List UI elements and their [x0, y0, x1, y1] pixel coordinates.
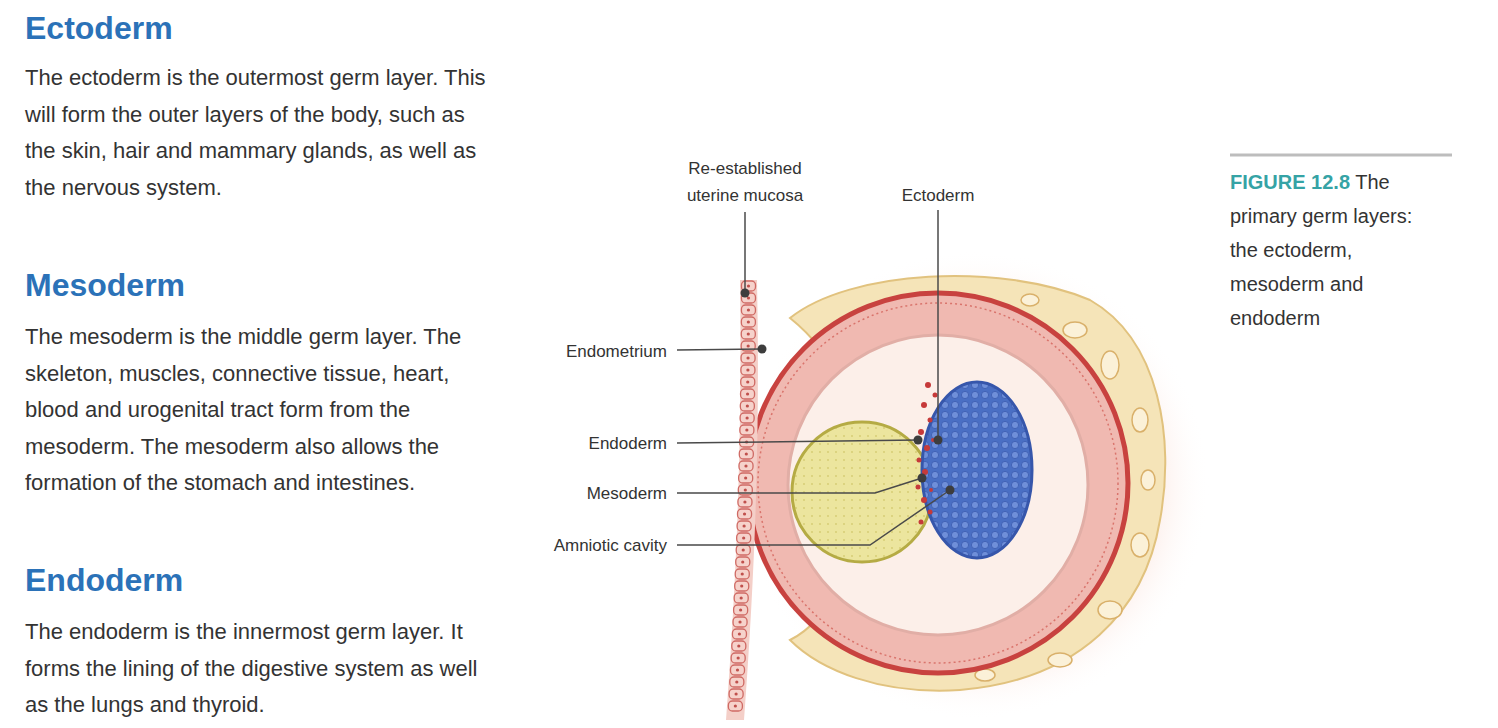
leader-dots: [741, 289, 955, 495]
cell-nucleus: [747, 284, 750, 287]
figure-number: FIGURE 12.8: [1230, 171, 1350, 193]
mucosa-cell: [730, 677, 744, 687]
mucosa-cell: [741, 353, 755, 363]
cell-nucleus: [743, 500, 746, 503]
mucosa-cell: [741, 389, 755, 399]
cell-nucleus: [747, 296, 750, 299]
cell-nucleus: [747, 308, 750, 311]
mesoderm-cells: [916, 382, 938, 525]
cell-nucleus: [735, 680, 738, 683]
cell-nucleus: [744, 464, 747, 467]
mucosa-cell: [729, 689, 743, 699]
cell-nucleus: [741, 560, 744, 563]
mucosa-cell: [732, 641, 746, 651]
section-heading: Endoderm: [25, 560, 425, 600]
cell-nucleus: [736, 668, 739, 671]
mucosa-cell: [739, 449, 753, 459]
tissue-glow: [740, 250, 1210, 720]
cell-nucleus: [743, 524, 746, 527]
mucosa-cell: [739, 473, 753, 483]
caption-rule: [1230, 154, 1452, 157]
mucosa-cell: [740, 425, 754, 435]
figure-caption: The primary germ layers: the ectoderm, m…: [1230, 171, 1412, 329]
cell-nucleus: [742, 548, 745, 551]
mucosa-cell: [741, 329, 755, 339]
cell-nucleus: [738, 620, 741, 623]
mucosa-cell: [735, 569, 749, 579]
body-text: The mesoderm is the middle germ layer. T…: [25, 319, 495, 502]
cell-nucleus: [747, 344, 750, 347]
mucosa-cell: [738, 509, 752, 519]
cell-nucleus: [743, 512, 746, 515]
cell-nucleus: [746, 356, 749, 359]
cell-nucleus: [740, 584, 743, 587]
mucosa-cell: [741, 317, 755, 327]
mucosa-cell: [733, 617, 747, 627]
mucosa-cell: [731, 653, 745, 663]
cell-nucleus: [737, 656, 740, 659]
cell-nucleus: [741, 572, 744, 575]
mucosa-cell: [741, 305, 755, 315]
part-label: Endoderm: [507, 430, 667, 457]
mucosa-cell: [736, 545, 750, 555]
mucosa-cell: [737, 533, 751, 543]
mucosa-cell: [734, 605, 748, 615]
mucosa-cell: [740, 413, 754, 423]
mucosa-cell: [735, 581, 749, 591]
part-label: Amniotic cavity: [487, 532, 667, 559]
section-heading: Ectoderm: [25, 8, 425, 48]
part-label: Mesoderm: [507, 480, 667, 507]
cell-nucleus: [746, 368, 749, 371]
mucosa-cell: [738, 497, 752, 507]
mucosa-cell: [731, 665, 745, 675]
cell-nucleus: [740, 596, 743, 599]
mucosa-cell: [739, 461, 753, 471]
cell-nucleus: [746, 404, 749, 407]
cell-nucleus: [735, 692, 738, 695]
uterine-mucosa: [726, 280, 758, 720]
cell-nucleus: [745, 452, 748, 455]
mucosa-cell: [728, 701, 742, 711]
cell-nucleus: [747, 332, 750, 335]
part-label: Endometrium: [507, 338, 667, 365]
leader-lines: [677, 210, 950, 545]
cell-nucleus: [734, 704, 737, 707]
part-label: Re-established uterine mucosa: [670, 155, 820, 209]
cell-nucleus: [737, 644, 740, 647]
mucosa-cell: [732, 629, 746, 639]
cell-nucleus: [745, 428, 748, 431]
cell-nucleus: [746, 380, 749, 383]
cell-nucleus: [738, 632, 741, 635]
mucosa-cell: [741, 365, 755, 375]
body-text: The endoderm is the innermost germ layer…: [25, 614, 495, 724]
cell-nucleus: [746, 392, 749, 395]
mucosa-band: [726, 280, 758, 720]
mucosa-cell: [734, 593, 748, 603]
body-text: The ectoderm is the outermost germ layer…: [25, 60, 495, 206]
cell-nucleus: [747, 320, 750, 323]
yolk-sac: [792, 422, 932, 562]
cell-nucleus: [746, 416, 749, 419]
figure-caption-block: FIGURE 12.8 The primary germ layers: the…: [1230, 165, 1435, 335]
cell-nucleus: [744, 476, 747, 479]
mucosa-cell: [741, 377, 755, 387]
part-label: Ectoderm: [878, 182, 998, 209]
cell-nucleus: [739, 608, 742, 611]
mucosa-cell: [740, 401, 754, 411]
cell-nucleus: [744, 488, 747, 491]
cell-nucleus: [742, 536, 745, 539]
mucosa-cell: [736, 557, 750, 567]
section-heading: Mesoderm: [25, 265, 425, 305]
mucosa-cell: [737, 521, 751, 531]
